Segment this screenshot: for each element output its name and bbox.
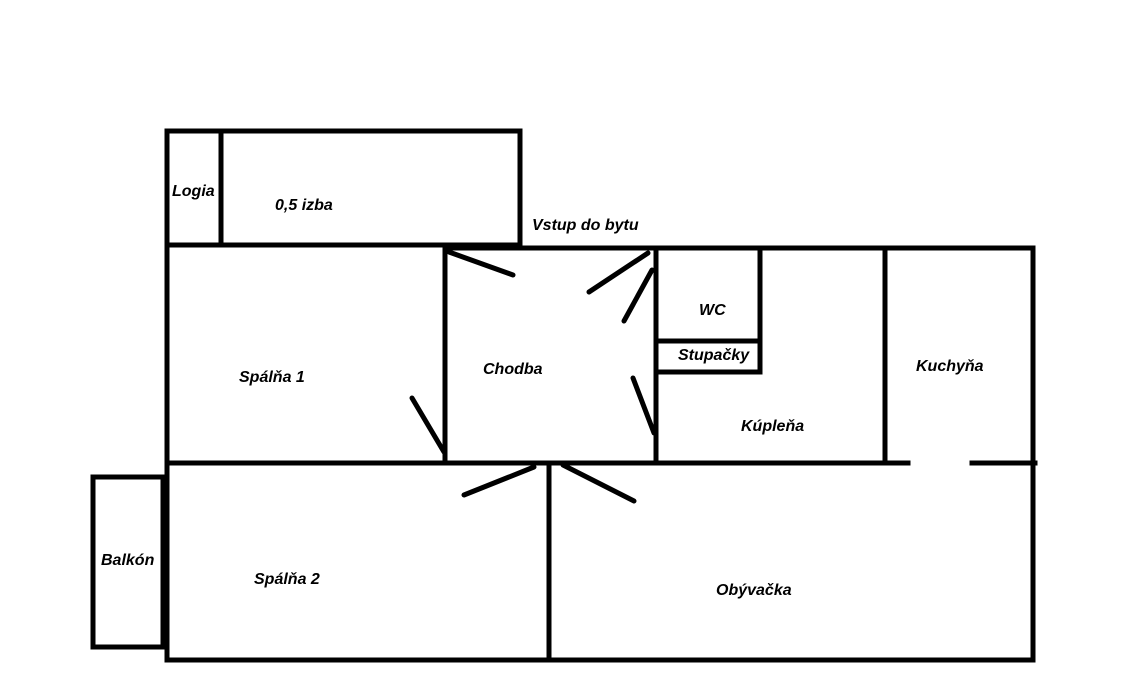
room-label-half-room: 0,5 izba <box>275 197 333 214</box>
door-swing <box>446 249 516 278</box>
door-swing <box>409 395 447 455</box>
entrance-label: Vstup do bytu <box>532 217 639 234</box>
room-label-balcony: Balkón <box>101 552 155 569</box>
door-swing <box>630 375 657 436</box>
room-label-hallway: Chodba <box>483 361 543 378</box>
room-label-living-room: Obývačka <box>716 582 792 599</box>
door-swing <box>560 462 637 504</box>
room-label-bathroom: Kúpleňa <box>741 418 805 435</box>
door-swing <box>461 464 537 498</box>
room-label-bedroom1: Spálňa 1 <box>239 369 305 386</box>
logia-half-room-outline <box>164 128 523 248</box>
room-label-risers: Stupačky <box>678 347 750 364</box>
room-label-bedroom2: Spálňa 2 <box>254 571 320 588</box>
room-label-wc: WC <box>699 302 726 319</box>
door-swing <box>621 267 655 324</box>
room-label-kitchen: Kuchyňa <box>916 358 984 375</box>
balcony-outline <box>90 474 166 650</box>
room-label-logia: Logia <box>172 183 215 200</box>
door-swing <box>586 250 651 295</box>
